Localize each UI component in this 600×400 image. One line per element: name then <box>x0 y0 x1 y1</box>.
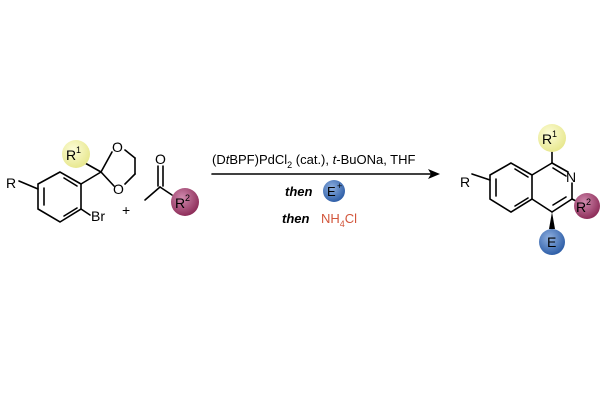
then-label: then <box>285 184 313 199</box>
plus-sign: + <box>122 202 130 218</box>
r2-sphere <box>574 193 600 219</box>
r1-label: R <box>66 147 76 163</box>
r-group-label: R <box>6 175 16 191</box>
dioxolane-bond <box>100 151 113 173</box>
br-bond <box>80 208 91 216</box>
methyl-bond <box>144 186 161 201</box>
r1-bond <box>84 162 102 173</box>
dioxolane-bond <box>124 149 136 159</box>
pyridine-bond <box>551 162 569 173</box>
electrophile-label: E <box>327 184 336 199</box>
oxygen-label: O <box>113 181 124 197</box>
r2-bond <box>159 186 173 196</box>
electrophile-charge: + <box>337 181 342 191</box>
conditions-line-3: then NH4Cl <box>282 211 357 229</box>
e-wedge-bond <box>549 212 555 229</box>
e-sphere <box>539 229 565 255</box>
e-label: E <box>547 234 556 250</box>
r2-superscript: 2 <box>185 193 190 203</box>
r-bond <box>18 180 39 190</box>
reaction-arrow <box>211 169 440 179</box>
r1-sphere <box>62 140 90 168</box>
product: N R R 1 R 2 E <box>460 124 600 255</box>
dioxolane-bond <box>124 173 136 185</box>
then-label: then <box>282 211 310 226</box>
pyridine-bond <box>531 198 553 213</box>
r2-label: R <box>576 199 586 215</box>
r-group-label: R <box>460 174 470 190</box>
pyridine-bond <box>551 198 573 213</box>
bromine-label: Br <box>91 208 105 224</box>
dioxolane-bond <box>100 171 115 187</box>
ring-double-bond <box>514 168 529 178</box>
ring-double-bond <box>63 177 78 187</box>
pyridine-bond <box>531 162 553 176</box>
reactant-2: O R 2 <box>144 151 199 216</box>
r2-label: R <box>175 195 185 211</box>
ketal-bond <box>80 171 102 185</box>
r-bond <box>471 173 491 181</box>
ring-double-bond <box>514 197 529 207</box>
pyridine-double-bond <box>552 167 567 177</box>
pyridine-double-bond <box>552 196 567 206</box>
electrophile-sphere <box>323 180 345 202</box>
r1-label: R <box>542 131 552 147</box>
r1-sphere <box>538 124 566 152</box>
conditions-line-1: (DtBPF)PdCl2 (cat.), t-BuONa, THF <box>212 152 416 170</box>
reactant-1: R Br O O R 1 <box>6 139 136 224</box>
nitrogen-label: N <box>566 169 576 185</box>
conditions-line-2: then E + <box>285 180 345 202</box>
r2-superscript: 2 <box>586 197 591 207</box>
arrow-head <box>428 169 440 179</box>
r2-sphere <box>171 188 199 216</box>
oxygen-label: O <box>112 139 123 155</box>
oxygen-label: O <box>155 151 166 167</box>
r1-superscript: 1 <box>76 145 81 155</box>
ring-double-bond <box>63 207 78 217</box>
quench-reagent: NH4Cl <box>321 211 357 229</box>
r1-superscript: 1 <box>552 129 557 139</box>
